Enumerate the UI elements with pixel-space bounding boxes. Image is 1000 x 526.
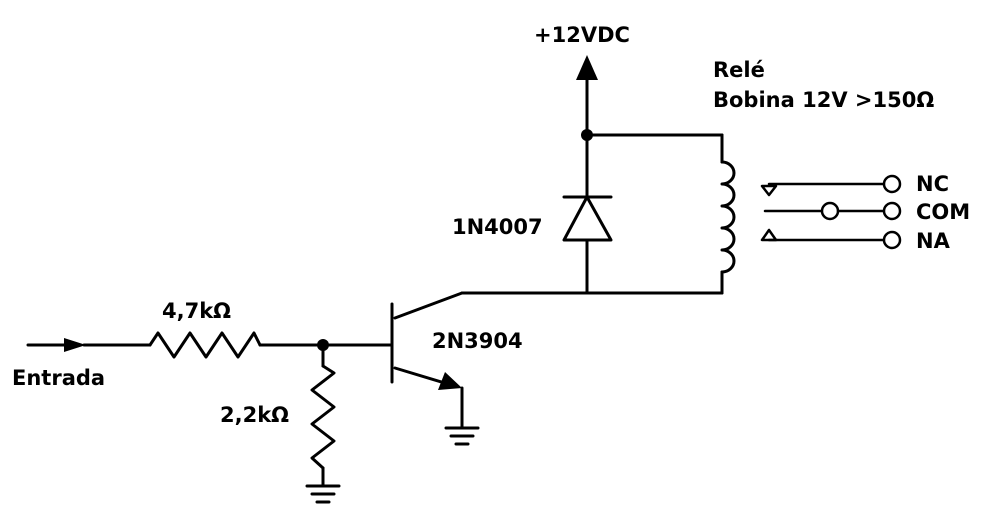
diode-label: 1N4007 [452, 215, 543, 239]
resistor-2k2 [310, 343, 336, 488]
resistor-series-label: 4,7kΩ [162, 299, 231, 323]
supply-label: +12VDC [534, 23, 630, 47]
com-pivot [820, 201, 840, 221]
transistor-label: 2N3904 [432, 329, 523, 353]
resistor-pulldown-label: 2,2kΩ [220, 403, 289, 427]
input-arrow [26, 338, 152, 352]
emitter-ground-symbol [444, 426, 480, 446]
terminal-na [882, 230, 902, 250]
supply-rail [576, 55, 724, 141]
pulldown-ground-symbol [305, 484, 341, 504]
relay-coil [720, 133, 736, 295]
relay-coil-label: Bobina 12V >150Ω [713, 88, 934, 112]
diode-1n4007 [562, 133, 613, 295]
contact-na-label: NA [916, 229, 951, 253]
input-label: Entrada [12, 366, 105, 390]
contact-com-label: COM [916, 200, 970, 224]
relay-title: Relé [713, 58, 765, 82]
terminal-com [882, 201, 902, 221]
transistor-2n3904 [390, 291, 464, 430]
contact-nc-label: NC [916, 172, 949, 196]
terminal-nc [882, 174, 902, 194]
resistor-4k7 [148, 331, 394, 359]
relay-contacts [760, 174, 902, 250]
